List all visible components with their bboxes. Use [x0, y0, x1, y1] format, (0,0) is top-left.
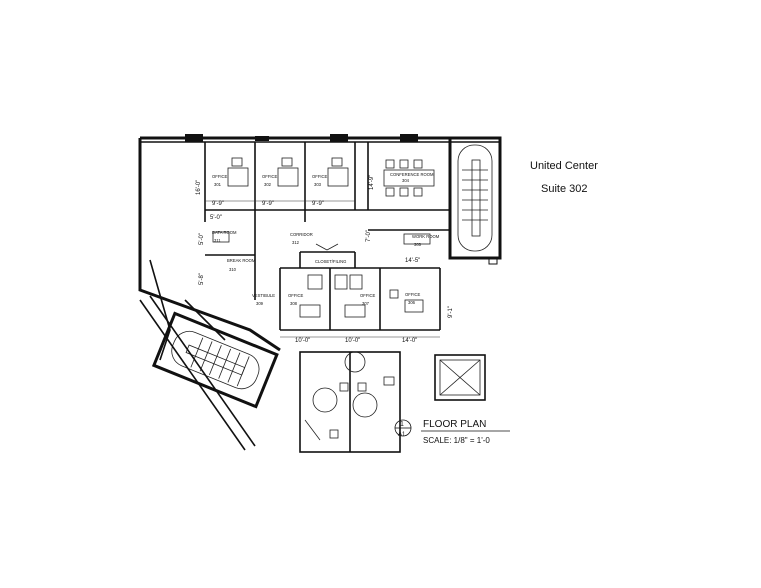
- stair-right: [448, 136, 502, 265]
- work-room-label: WORK ROOM: [412, 234, 440, 239]
- dimensions: 9'-9" 9'-9" 9'-9" 16'-0" 14'-9" 5'-0" 5'…: [196, 175, 454, 344]
- office-a-label: OFFICE: [212, 174, 228, 179]
- dim-office-depth: 16'-0": [196, 180, 202, 195]
- office-e-number: 307: [362, 301, 370, 306]
- break-room-label: BREAK ROOM: [227, 258, 256, 263]
- office-furniture: [212, 157, 435, 245]
- restrooms: [299, 351, 401, 453]
- data-room-label: DATA ROOM: [212, 230, 237, 235]
- office-c-number: 303: [314, 182, 322, 187]
- dim-corr-a: 5'-0": [210, 215, 222, 221]
- dim-break-depth: 5'-8": [199, 273, 205, 285]
- dim-office-a: 9'-9": [212, 201, 224, 207]
- closet-label: CLOSET/FILING: [315, 259, 346, 264]
- office-d-number: 308: [290, 301, 298, 306]
- stair-left: [151, 311, 279, 409]
- office-d-label: OFFICE: [288, 293, 304, 298]
- conference-number: 304: [402, 178, 410, 183]
- office-a-number: 301: [214, 182, 222, 187]
- corridor-label: CORRIDOR: [290, 232, 313, 237]
- office-f-number: 306: [408, 300, 416, 305]
- dim-work-depth: 7'-0": [366, 230, 372, 242]
- vestibule-number: 309: [256, 301, 264, 306]
- dim-office-c: 9'-9": [312, 201, 324, 207]
- office-b-label: OFFICE: [262, 174, 278, 179]
- sheet-code: A1: [398, 432, 406, 438]
- diagonal-wing: [138, 138, 281, 361]
- central-core-walls: [279, 243, 441, 331]
- office-e-label: OFFICE: [360, 293, 376, 298]
- office-row-walls: [204, 142, 450, 300]
- elevator: [434, 354, 486, 401]
- suite-number: Suite 302: [541, 183, 588, 195]
- dim-corr-b: 5'-0": [199, 233, 205, 245]
- room-labels: OFFICE 301 OFFICE 302 OFFICE 303 CONFERE…: [212, 172, 440, 306]
- office-c-label: OFFICE: [312, 174, 328, 179]
- work-room-number: 305: [414, 242, 422, 247]
- plan-scale: SCALE: 1/8" = 1'-0: [423, 436, 490, 445]
- vestibule-label: VESTIBULE: [252, 293, 275, 298]
- office-b-number: 302: [264, 182, 272, 187]
- dim-work-width: 14'-5": [405, 258, 420, 264]
- building-name: United Center: [530, 160, 598, 172]
- office-f-label: OFFICE: [405, 292, 421, 297]
- plan-title: FLOOR PLAN: [423, 419, 486, 430]
- data-room-number: 311: [214, 238, 221, 243]
- break-room-number: 310: [229, 267, 237, 272]
- dim-office-d: 10'-0": [295, 338, 310, 344]
- sheet-number: 1: [400, 421, 404, 428]
- dim-office-f-depth: 9'-1": [448, 306, 454, 318]
- conference-label: CONFERENCE ROOM: [390, 172, 434, 177]
- corridor-number: 312: [292, 240, 300, 245]
- dim-office-f: 14'-0": [402, 338, 417, 344]
- dim-office-b: 9'-9": [262, 201, 274, 207]
- title-block: 1 A1 FLOOR PLAN SCALE: 1/8" = 1'-0: [394, 419, 510, 445]
- dim-office-e: 10'-0": [345, 338, 360, 344]
- exterior-wall-top: [140, 134, 500, 143]
- dim-conf-depth: 14'-9": [369, 175, 375, 190]
- hatched-wall: [139, 295, 256, 451]
